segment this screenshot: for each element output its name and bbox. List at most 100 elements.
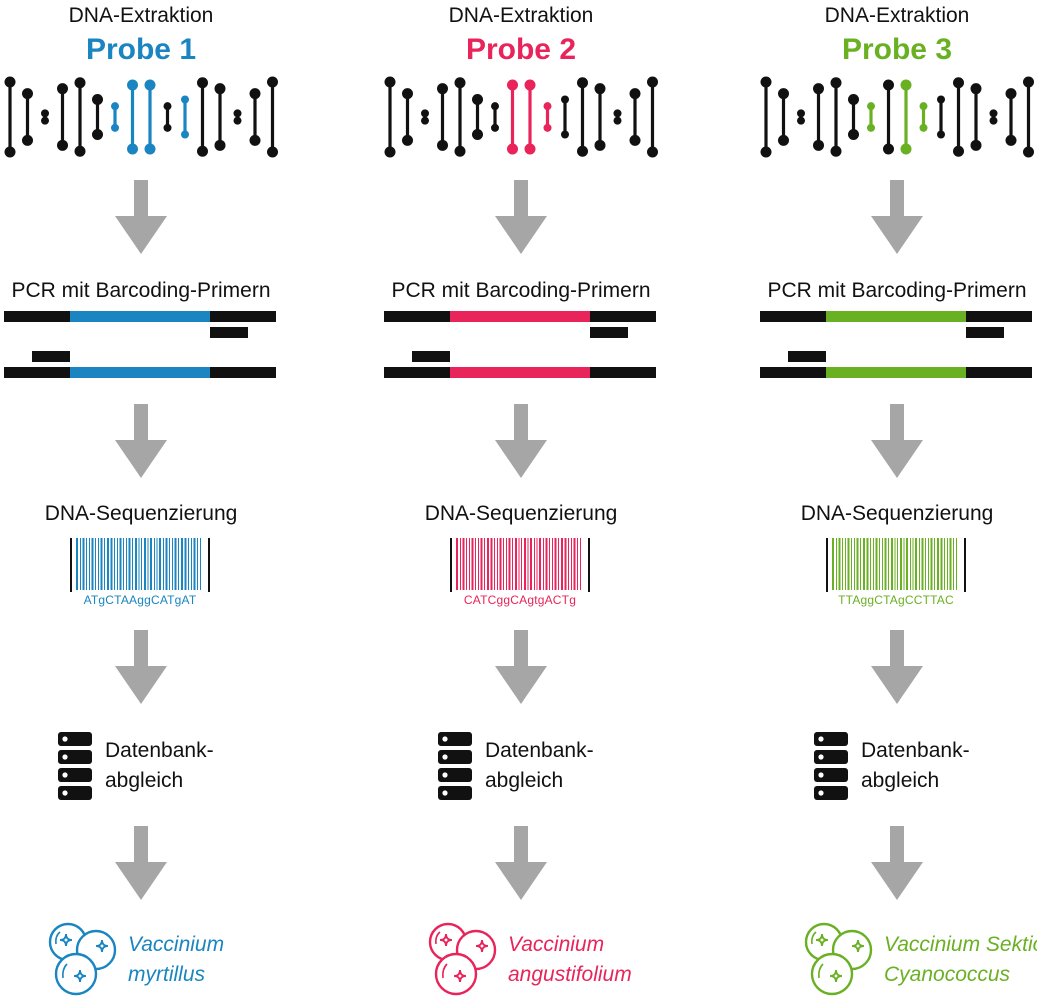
berry (810, 952, 854, 996)
dna-node (1005, 88, 1017, 100)
dna-node (384, 146, 396, 158)
berry-crown (95, 939, 109, 953)
dna-node (402, 88, 413, 100)
barcode-bar (128, 538, 131, 590)
server-unit (438, 750, 472, 764)
berry-shine (55, 931, 61, 945)
barcode-bar (875, 538, 878, 590)
arrow-shaft (134, 404, 148, 444)
arrow-down-icon (115, 630, 167, 704)
barcode-icon (826, 538, 966, 592)
barcode-bar (499, 538, 502, 590)
server-led (818, 790, 824, 796)
barcode-bar (178, 538, 179, 590)
arrow-shaft (514, 404, 528, 444)
pcr-segment (826, 367, 966, 378)
barcode-bar (953, 538, 954, 590)
barcode-bar (200, 538, 201, 590)
dna-node (830, 77, 842, 89)
server-unit (814, 750, 848, 764)
arrow-shaft (514, 630, 528, 670)
server-unit (58, 732, 92, 746)
pcr-segment (210, 311, 276, 322)
arrow-shaft (890, 404, 904, 444)
species-line2: myrtillus (128, 963, 205, 986)
step-label-pcr: PCR mit Barcoding-Primern (767, 279, 1027, 302)
barcode-guard (588, 538, 590, 592)
barcode-bar (891, 538, 893, 590)
barcode-bar (903, 538, 905, 590)
berry-shine (818, 963, 824, 979)
dna-node (848, 94, 859, 105)
barcode-bar (91, 538, 94, 590)
barcode-bar (197, 538, 198, 590)
dna-node (233, 109, 242, 118)
server-unit (58, 786, 92, 800)
species-line2: Cyanococcus (884, 963, 1011, 986)
berry-shine (442, 963, 448, 979)
sample-column-2: DNA-Extraktion Probe 2 PCR mit Barcoding… (380, 0, 670, 1000)
barcode-bar (845, 538, 846, 590)
barcode-bar (144, 538, 146, 590)
dna-node (454, 145, 466, 157)
pcr-segment (32, 351, 70, 362)
species-name: Vaccinium myrtillus (128, 930, 224, 990)
dna-node (953, 77, 964, 89)
arrow-head (115, 440, 167, 478)
dna-node (629, 134, 641, 146)
barcode-bar (462, 538, 465, 590)
dna-node (778, 134, 789, 146)
pcr-primer-diagram (760, 311, 1032, 378)
dna-node (594, 139, 606, 151)
db-label-line2: abgleich (485, 769, 564, 792)
barcode-bar (549, 538, 550, 590)
arrow-down-icon (871, 404, 923, 478)
barcode-bar (169, 538, 170, 590)
pcr-segment (788, 351, 826, 362)
barcode-bar (919, 538, 920, 590)
pcr-segment (384, 311, 450, 322)
barcode-bar (478, 538, 479, 590)
dna-node (1005, 134, 1017, 146)
dna-node (543, 102, 552, 111)
barcode-bar (89, 538, 90, 590)
dna-node (181, 130, 189, 139)
arrow-shaft (514, 180, 528, 220)
barcode-bar (921, 538, 924, 590)
dna-node (883, 79, 894, 91)
barcode-sequence: CATCggCAgtgACTg (463, 593, 577, 607)
barcode-bar (466, 538, 467, 590)
arrow-shaft (514, 826, 528, 866)
barcode-bar (193, 538, 196, 590)
arrow-head (495, 862, 547, 900)
arrow-head (871, 666, 923, 704)
pcr-segment (210, 367, 276, 378)
dna-node (41, 109, 49, 118)
barcode-bar (545, 538, 548, 590)
barcode-bar (940, 538, 943, 590)
barcode-guard (450, 538, 452, 592)
arrow-down-icon (871, 630, 923, 704)
barcode-bar (900, 538, 902, 590)
barcode-bar (934, 538, 935, 590)
barcode-bar (856, 538, 859, 590)
dna-node (867, 102, 875, 111)
pcr-primer-diagram (4, 311, 276, 378)
dna-node (919, 102, 928, 111)
barcode-bar (888, 538, 889, 590)
server-led (62, 754, 68, 760)
barcode-icon (70, 538, 210, 592)
barcode-bar (854, 538, 855, 590)
dna-node (1023, 146, 1034, 158)
barcode-bar (882, 538, 883, 590)
arrow-head (871, 440, 923, 478)
pcr-segment (590, 327, 628, 338)
barcode-bar (568, 538, 569, 590)
dna-node (491, 102, 499, 111)
pcr-segment (4, 367, 70, 378)
barcode-bar (508, 538, 511, 590)
barcode-bar (915, 538, 917, 590)
database-server-icon (58, 732, 92, 800)
step-label-dna-extraction: DNA-Extraktion (448, 4, 594, 27)
dna-node (41, 116, 49, 125)
